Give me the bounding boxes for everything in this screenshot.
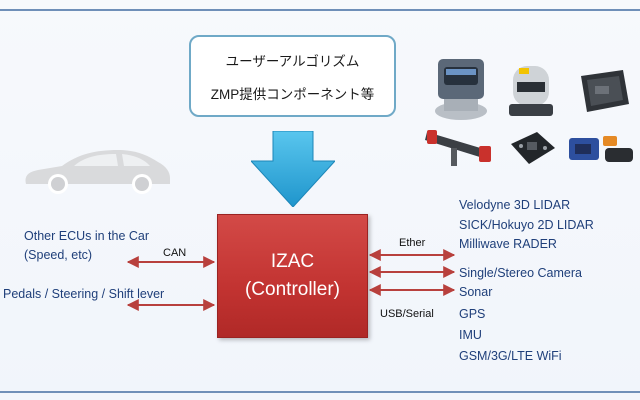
down-arrow-icon [251,131,335,207]
car-icon [25,150,170,194]
user-algorithm-label: ユーザーアルゴリズム [225,53,360,69]
sensor-item: IMU [459,328,482,342]
sensor-item: Milliwave RADER [459,237,557,251]
sensor-item: Velodyne 3D LIDAR [459,198,571,212]
other-ecus-label: Other ECUs in the Car [24,229,150,243]
ether-label: Ether [399,237,426,249]
controller-role: (Controller) [244,279,341,300]
sensor-item: Single/Stereo Camera [459,266,582,280]
sick-lidar-image [509,66,553,116]
user-algorithm-box: ユーザーアルゴリズム ZMP提供コンポーネント等 [189,35,396,117]
velodyne-lidar-image [435,59,487,120]
zmp-components-label: ZMP提供コンポーネント等 [210,86,375,102]
controller-name: IZAC [270,251,315,272]
can-label: CAN [163,247,187,259]
pedals-label: Pedals / Steering / Shift lever [3,287,165,301]
usb-serial-label: USB/Serial [380,308,434,320]
sensor-item: GPS [459,307,486,321]
stereo-camera-image [425,130,491,166]
speed-label: (Speed, etc) [24,248,93,262]
bottom-border-line [0,391,640,393]
top-border-line [0,9,640,11]
izac-controller-box: IZAC (Controller) [217,214,368,338]
gps-modules-image [569,136,633,162]
radar-unit-image [581,70,629,112]
sensor-item: SICK/Hokuyo 2D LIDAR [459,218,594,232]
imu-board-image [511,132,555,164]
sensor-item: Sonar [459,285,493,299]
sensor-item: GSM/3G/LTE WiFi [459,349,562,363]
